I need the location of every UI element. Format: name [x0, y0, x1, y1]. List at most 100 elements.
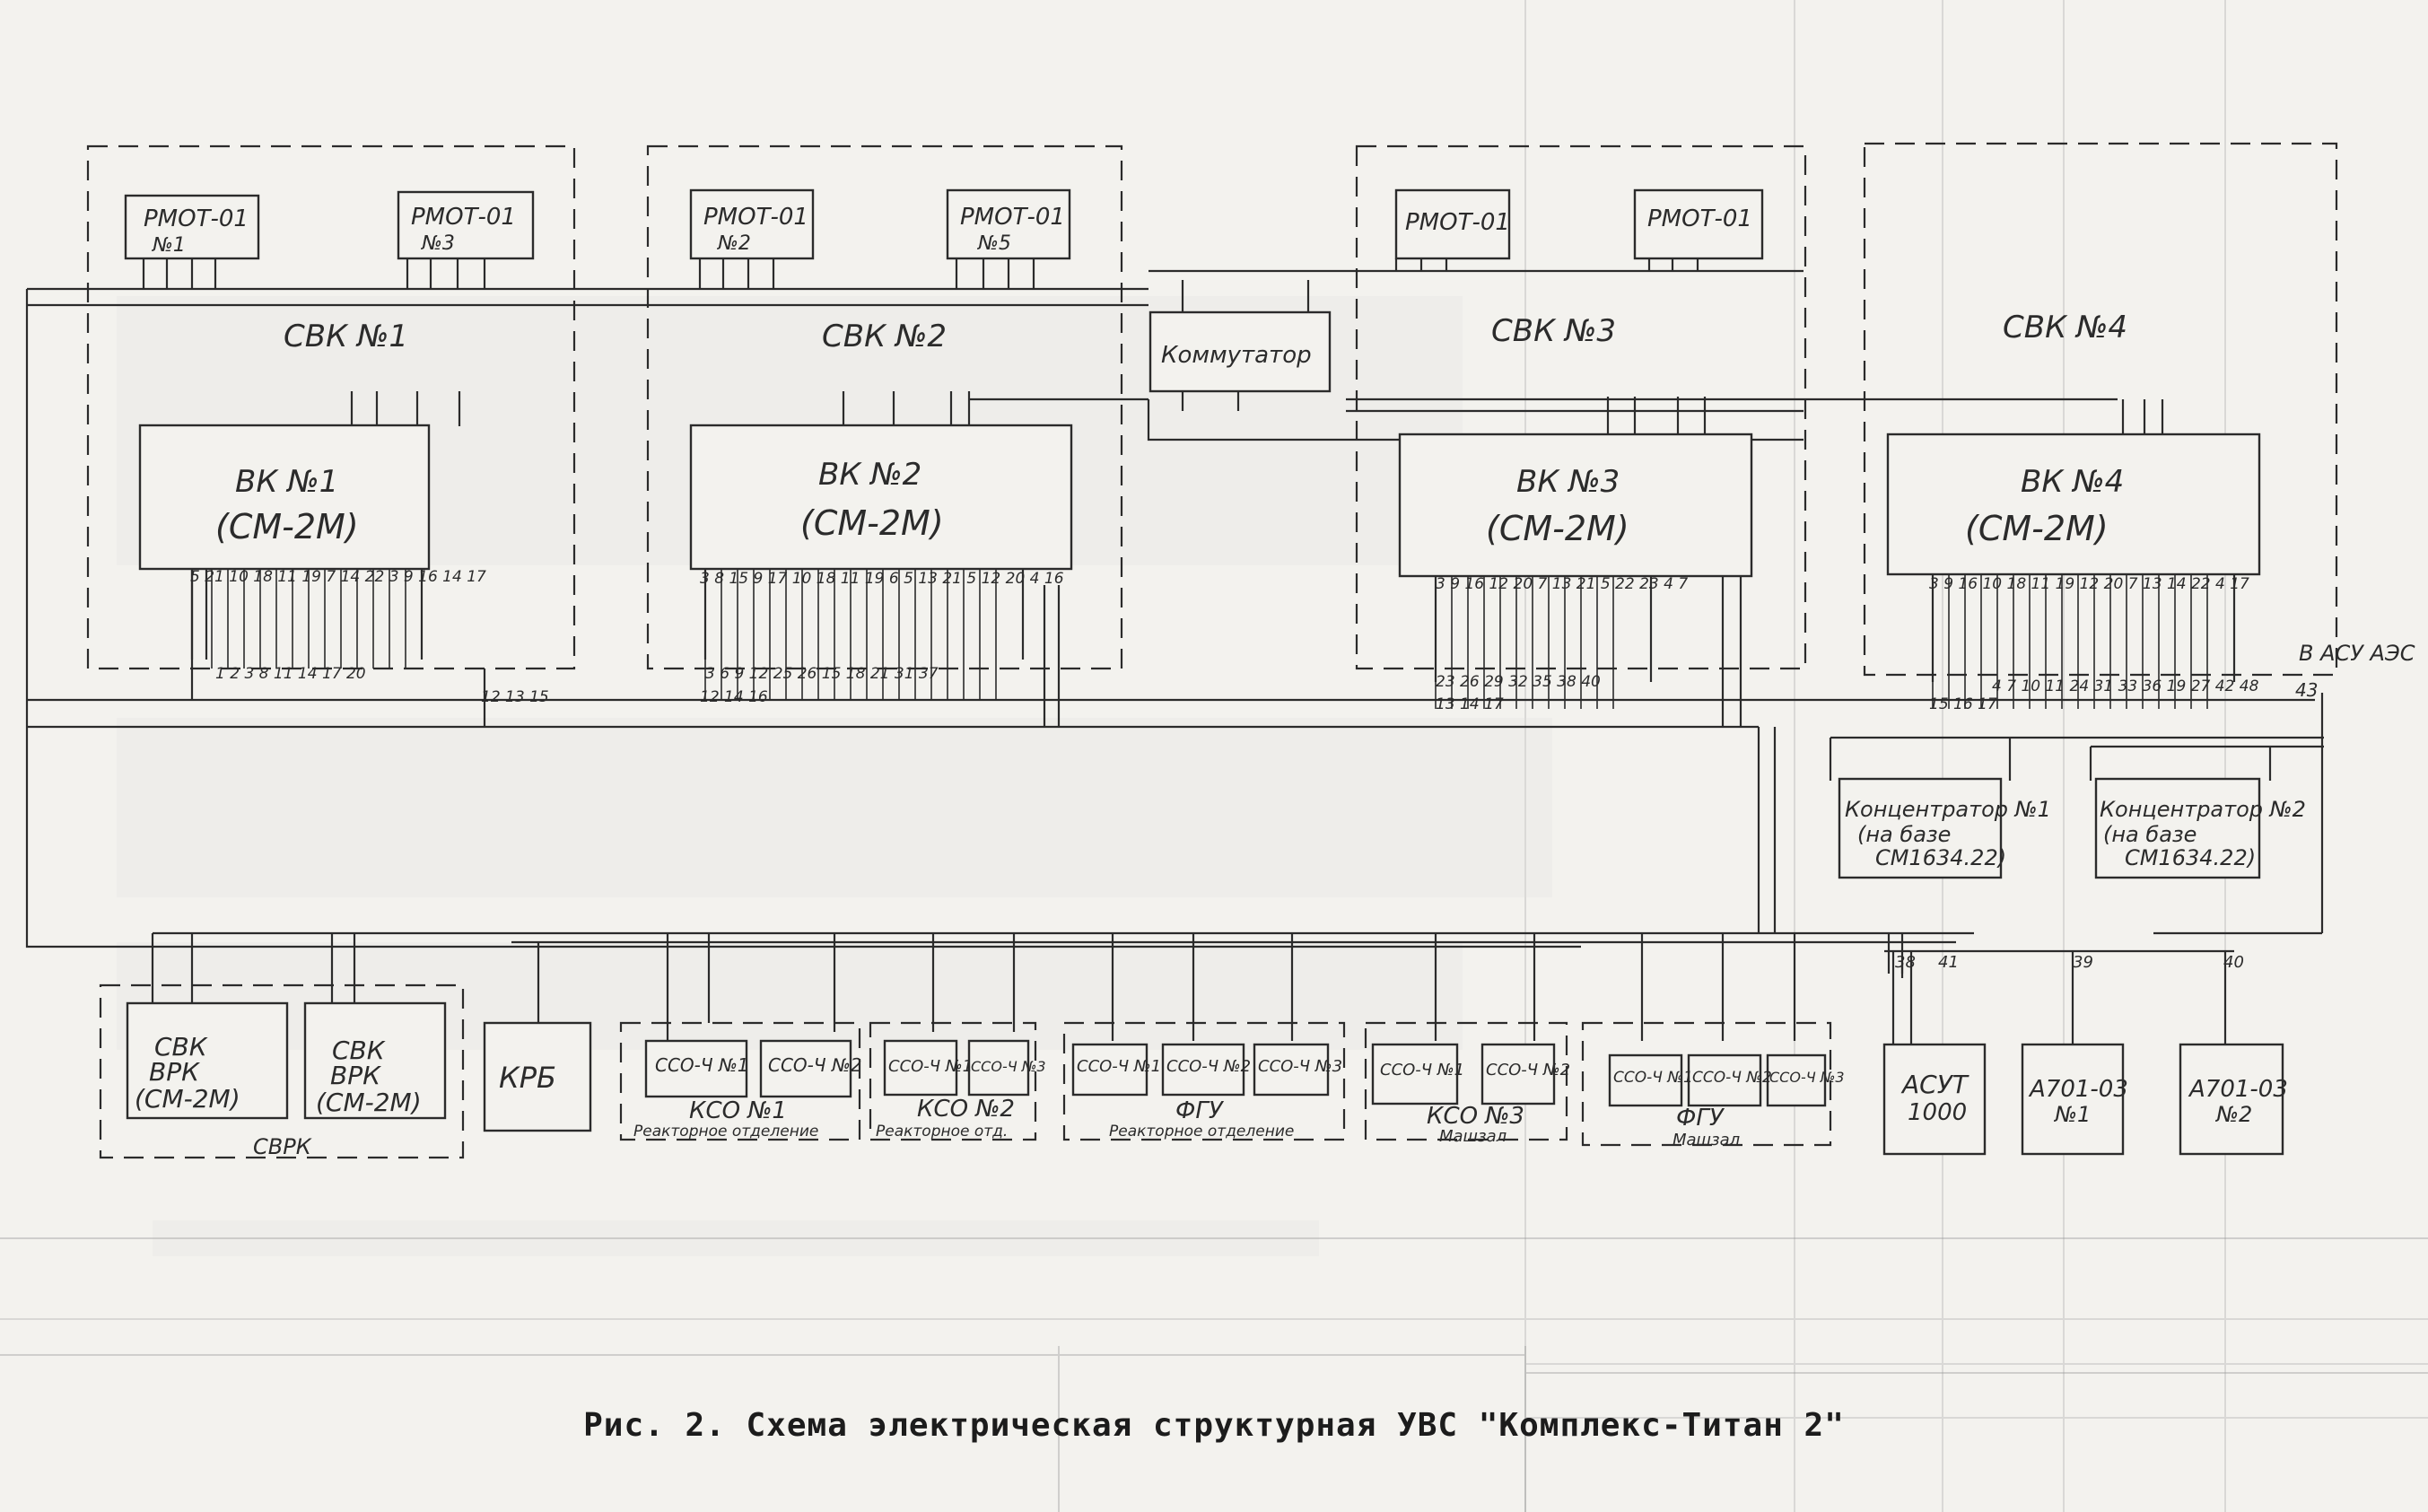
bleed-through-table [0, 1237, 2428, 1512]
rmot-num: №2 [717, 232, 751, 255]
fgu-title: ФГУ [1175, 1097, 1225, 1124]
vk-title: ВК №1 [235, 464, 338, 500]
fgu1-frame [1062, 1021, 1346, 1141]
rmot-box-5 [1394, 188, 1511, 260]
line-number: 41 [1938, 953, 1959, 972]
svrk-frame [99, 983, 465, 1159]
concentrator-l3: СМ1634.22) [1875, 845, 2006, 870]
svg-text:13 14 17: 13 14 17 [1436, 695, 1504, 713]
kso-sub: Машзал [1673, 1131, 1740, 1149]
cco-label: ССО-Ч №2 [1486, 1061, 1570, 1079]
rmot-title: РМОТ-01 [411, 204, 516, 231]
kso-sub: Машзал [1439, 1127, 1507, 1146]
cco-3-2 [1161, 1043, 1245, 1097]
kso-title: КСО №2 [917, 1096, 1015, 1123]
svkvrk-l2: ВРК [149, 1057, 200, 1087]
rmot-title: РМОТ-01 [703, 204, 808, 231]
svg-text:23 26 29 32 35 38 40: 23 26 29 32 35 38 40 [1436, 673, 1601, 691]
concentrator-box-2 [2094, 777, 2261, 879]
concentrator-l3: СМ1634.22) [2125, 845, 2256, 870]
line-number: 40 [2223, 953, 2244, 972]
cco-2-1 [883, 1039, 958, 1097]
vk-box-1 [138, 424, 431, 571]
kso-sub: Реакторное отд. [876, 1123, 1008, 1141]
concentrator-box-1 [1838, 777, 2003, 879]
asut-l1: АСУТ [1900, 1070, 1969, 1099]
component-boxes [124, 188, 2284, 1156]
cco-1-2 [759, 1039, 852, 1098]
a701-l1: А701-03 [2188, 1076, 2288, 1103]
svg-text:4 7 10 11 24 31 33 36 19 27 42: 4 7 10 11 24 31 33 36 19 27 42 48 [1992, 677, 2259, 695]
svg-text:3 6 9 12 25 26 15 18 21 31 37: 3 6 9 12 25 26 15 18 21 31 37 [705, 665, 939, 683]
vk-title: ВК №3 [1516, 464, 1620, 500]
cco-3-3 [1253, 1043, 1330, 1097]
vk-sub: (СМ-2М) [215, 507, 359, 546]
concentrator-l1: Концентратор №2 [2100, 797, 2306, 822]
svg-text:1 2 3 8 11 14 17 20: 1 2 3 8 11 14 17 20 [215, 665, 366, 683]
svk1-frame [86, 144, 576, 670]
svg-text:3 8 15 9 17 10 18 11 19 6 5 13: 3 8 15 9 17 10 18 11 19 6 5 13 21 5 12 2… [700, 570, 1064, 588]
cco-label: ССО-Ч №1 [1380, 1061, 1464, 1079]
svk4-frame [1863, 142, 2338, 677]
kso1-frame [619, 1021, 861, 1141]
cco-label: ССО-Ч №2 [1166, 1057, 1251, 1076]
kso3-frame [1364, 1021, 1568, 1141]
rmot-title: РМОТ-01 [1405, 209, 1510, 236]
svg-text:5 21 10 18 11 19 7 14 22 3 9 1: 5 21 10 18 11 19 7 14 22 3 9 16 14 17 [190, 568, 486, 586]
vk-box-4 [1886, 433, 2261, 576]
a701-box-2 [2179, 1043, 2284, 1156]
asut-box [1882, 1043, 1987, 1156]
acu-line-number: 43 [2295, 679, 2318, 701]
cco-label: ССО-Ч №1 [1613, 1069, 1693, 1087]
line-number: 38 [1895, 953, 1916, 972]
asut-l2: 1000 [1908, 1099, 1967, 1126]
wiring [25, 142, 2338, 1159]
krb-box [483, 1021, 592, 1132]
fgu2-frame [1581, 1021, 1832, 1147]
cco-label: ССО-Ч №2 [768, 1054, 861, 1076]
rmot-num: №1 [152, 234, 186, 257]
rmot-title: РМОТ-01 [144, 205, 249, 232]
cco-5-3 [1766, 1053, 1827, 1107]
cco-5-1 [1608, 1053, 1683, 1107]
cco-2-2 [967, 1039, 1030, 1097]
kommutator-box [1148, 310, 1332, 393]
a701-l2: №2 [2214, 1102, 2252, 1127]
labels: СВК №1 СВК №2 СВК №3 СВК №4 СВРК РМОТ-01… [135, 204, 2415, 1159]
rmot-box-3 [689, 188, 815, 260]
svkvrk-box-1 [126, 1001, 289, 1120]
svk2-label: СВК №2 [822, 319, 947, 354]
vk-box-2 [689, 424, 1073, 571]
a701-box-1 [2021, 1043, 2125, 1156]
cco-label: ССО-Ч №3 [971, 1058, 1046, 1075]
cco-1-1 [644, 1039, 748, 1098]
concentrator-l2: (на базе [2103, 822, 2197, 847]
cco-4-2 [1480, 1043, 1556, 1106]
rmot-title: РМОТ-01 [960, 204, 1065, 231]
acu-label: В АСУ АЭС [2299, 641, 2415, 666]
kso2-frame [869, 1021, 1037, 1141]
svg-text:3 9 16 12 20 7 13 21 5 22 23 4: 3 9 16 12 20 7 13 21 5 22 23 4 7 [1436, 575, 1688, 593]
cco-4-1 [1371, 1043, 1459, 1106]
svg-text:12 14 16: 12 14 16 [700, 688, 768, 706]
svg-text:15 16 17: 15 16 17 [1929, 695, 1997, 713]
svk2-frame [646, 144, 1123, 670]
vk-bottom-bundles [211, 567, 2208, 709]
vk-sub: (СМ-2М) [1965, 509, 2109, 548]
cco-label: ССО-Ч №2 [1692, 1069, 1772, 1087]
rmot-box-2 [397, 190, 535, 260]
concentrator-l1: Концентратор №1 [1845, 797, 2051, 822]
a701-l1: А701-03 [2028, 1076, 2128, 1103]
cco-label: ССО-Ч №1 [655, 1054, 748, 1076]
a701-l2: №1 [2053, 1102, 2091, 1127]
krb-label: КРБ [499, 1061, 556, 1095]
kommutator-label: Коммутатор [1161, 342, 1312, 369]
figure-caption: Рис. 2. Схема электрическая структурная … [583, 1407, 1845, 1444]
svg-text:3 9 16 10 18 11 19 12 20 7 13: 3 9 16 10 18 11 19 12 20 7 13 14 22 4 17 [1929, 575, 2249, 593]
svk3-label: СВК №3 [1491, 313, 1616, 349]
vk-title: ВК №2 [818, 457, 921, 493]
rmot-num: №3 [421, 232, 455, 255]
svkvrk-l3: (СМ-2М) [135, 1084, 240, 1114]
cco-label: ССО-Ч №3 [1769, 1069, 1845, 1086]
